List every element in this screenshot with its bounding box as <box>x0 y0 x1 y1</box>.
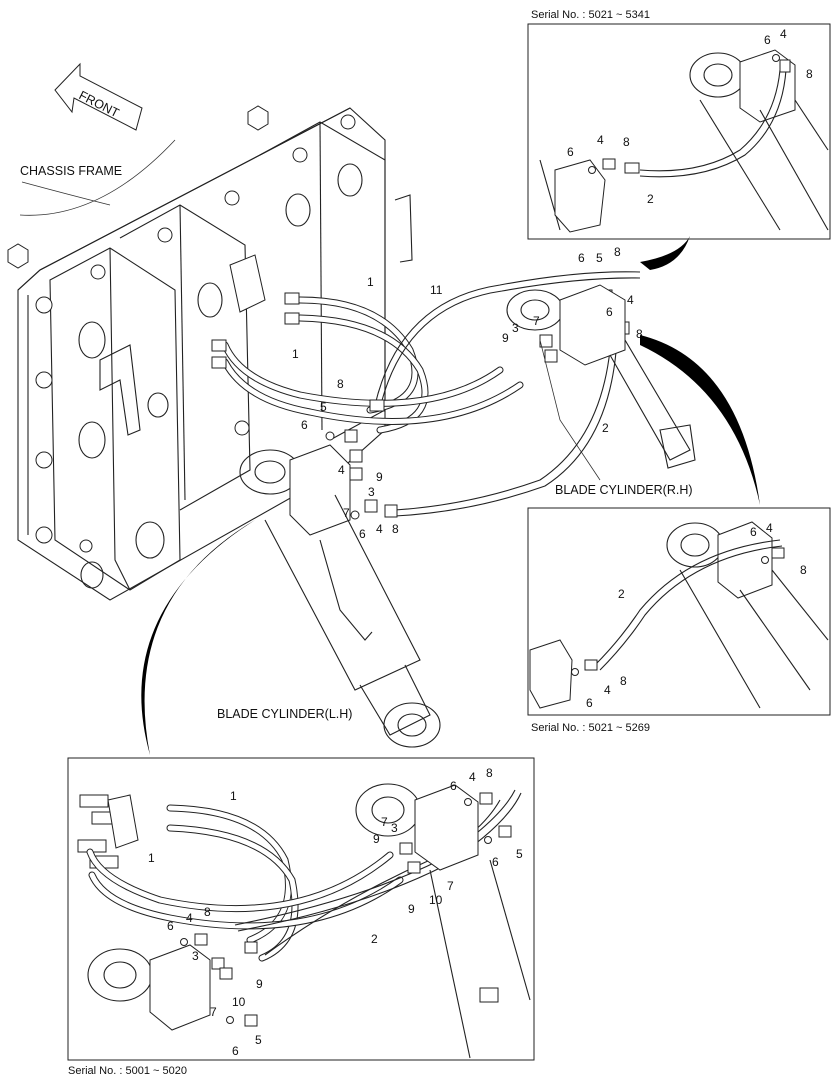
callout-2: 2 <box>602 421 609 435</box>
callout-6: 6 <box>578 251 585 265</box>
serial-top-right: Serial No. : 5021 ~ 5341 <box>531 9 650 21</box>
callouts-main: 1 1 11 6 5 8 4 6 8 7 3 9 2 8 5 6 4 9 3 7… <box>292 245 643 541</box>
callout-4: 4 <box>766 521 773 535</box>
callout-4: 4 <box>627 293 634 307</box>
blade-cylinder-rh-label: BLADE CYLINDER(R.H) <box>555 483 693 497</box>
callout-5: 5 <box>320 400 327 414</box>
callout-8: 8 <box>614 245 621 259</box>
callout-9: 9 <box>373 832 380 846</box>
callout-6: 6 <box>450 779 457 793</box>
callout-10: 10 <box>232 995 246 1009</box>
callout-8: 8 <box>806 67 813 81</box>
detail-mid-right: Serial No. : 5021 ~ 5269 6 4 8 2 6 4 8 <box>527 507 831 734</box>
serial-mid-right: Serial No. : 5021 ~ 5269 <box>531 722 650 734</box>
callout-6: 6 <box>764 33 771 47</box>
callout-3: 3 <box>391 821 398 835</box>
front-arrow-icon: FRONT <box>54 62 143 131</box>
callout-9: 9 <box>376 470 383 484</box>
main-assembly: FRONT CHASSIS FRAME <box>7 62 696 748</box>
callout-6: 6 <box>167 919 174 933</box>
callout-2: 2 <box>647 192 654 206</box>
blade-cylinder-lh: BLADE CYLINDER(L.H) <box>217 444 441 748</box>
callout-9: 9 <box>256 977 263 991</box>
callout-7: 7 <box>343 506 350 520</box>
blade-cylinder-rh: BLADE CYLINDER(R.H) <box>506 284 696 497</box>
callout-3: 3 <box>512 321 519 335</box>
callout-11: 11 <box>430 283 443 297</box>
callout-6: 6 <box>606 305 613 319</box>
callout-10: 10 <box>429 893 443 907</box>
callout-7: 7 <box>447 879 454 893</box>
callout-8: 8 <box>204 905 211 919</box>
callout-6: 6 <box>567 145 574 159</box>
callout-4: 4 <box>338 463 345 477</box>
callout-4: 4 <box>186 911 193 925</box>
callout-6: 6 <box>586 696 593 710</box>
hose-group-main <box>221 271 641 517</box>
callout-1: 1 <box>367 275 374 289</box>
detail-bottom: Serial No. : 5001 ~ 5020 <box>67 757 535 1077</box>
detail-top-right: Serial No. : 5021 ~ 5341 4 6 8 4 8 6 2 <box>527 9 831 240</box>
callout-5: 5 <box>596 251 603 265</box>
callout-4: 4 <box>780 27 787 41</box>
chassis-frame-label: CHASSIS FRAME <box>20 164 122 178</box>
callout-8: 8 <box>800 563 807 577</box>
callout-9: 9 <box>408 902 415 916</box>
callout-6: 6 <box>492 855 499 869</box>
callout-8: 8 <box>337 377 344 391</box>
callout-4: 4 <box>469 770 476 784</box>
callout-3: 3 <box>192 949 199 963</box>
callout-1: 1 <box>230 789 237 803</box>
callout-8: 8 <box>486 766 493 780</box>
callout-6: 6 <box>301 418 308 432</box>
callout-2: 2 <box>371 932 378 946</box>
callout-7: 7 <box>210 1005 217 1019</box>
callout-1: 1 <box>148 851 155 865</box>
callout-5: 5 <box>516 847 523 861</box>
callout-6: 6 <box>750 525 757 539</box>
callout-3: 3 <box>368 485 375 499</box>
callout-6: 6 <box>232 1044 239 1058</box>
detail-arrows <box>141 236 760 755</box>
callout-8: 8 <box>620 674 627 688</box>
callout-4: 4 <box>376 522 383 536</box>
serial-bottom: Serial No. : 5001 ~ 5020 <box>68 1065 187 1077</box>
callout-1: 1 <box>292 347 299 361</box>
callout-8: 8 <box>636 327 643 341</box>
callout-4: 4 <box>597 133 604 147</box>
callout-6: 6 <box>359 527 366 541</box>
callout-8: 8 <box>392 522 399 536</box>
callout-2: 2 <box>618 587 625 601</box>
callout-7: 7 <box>533 314 540 328</box>
callout-7: 7 <box>381 815 388 829</box>
callout-4: 4 <box>604 683 611 697</box>
blade-cylinder-lh-label: BLADE CYLINDER(L.H) <box>217 707 352 721</box>
callout-8: 8 <box>623 135 630 149</box>
callout-5: 5 <box>255 1033 262 1047</box>
callout-9: 9 <box>502 331 509 345</box>
